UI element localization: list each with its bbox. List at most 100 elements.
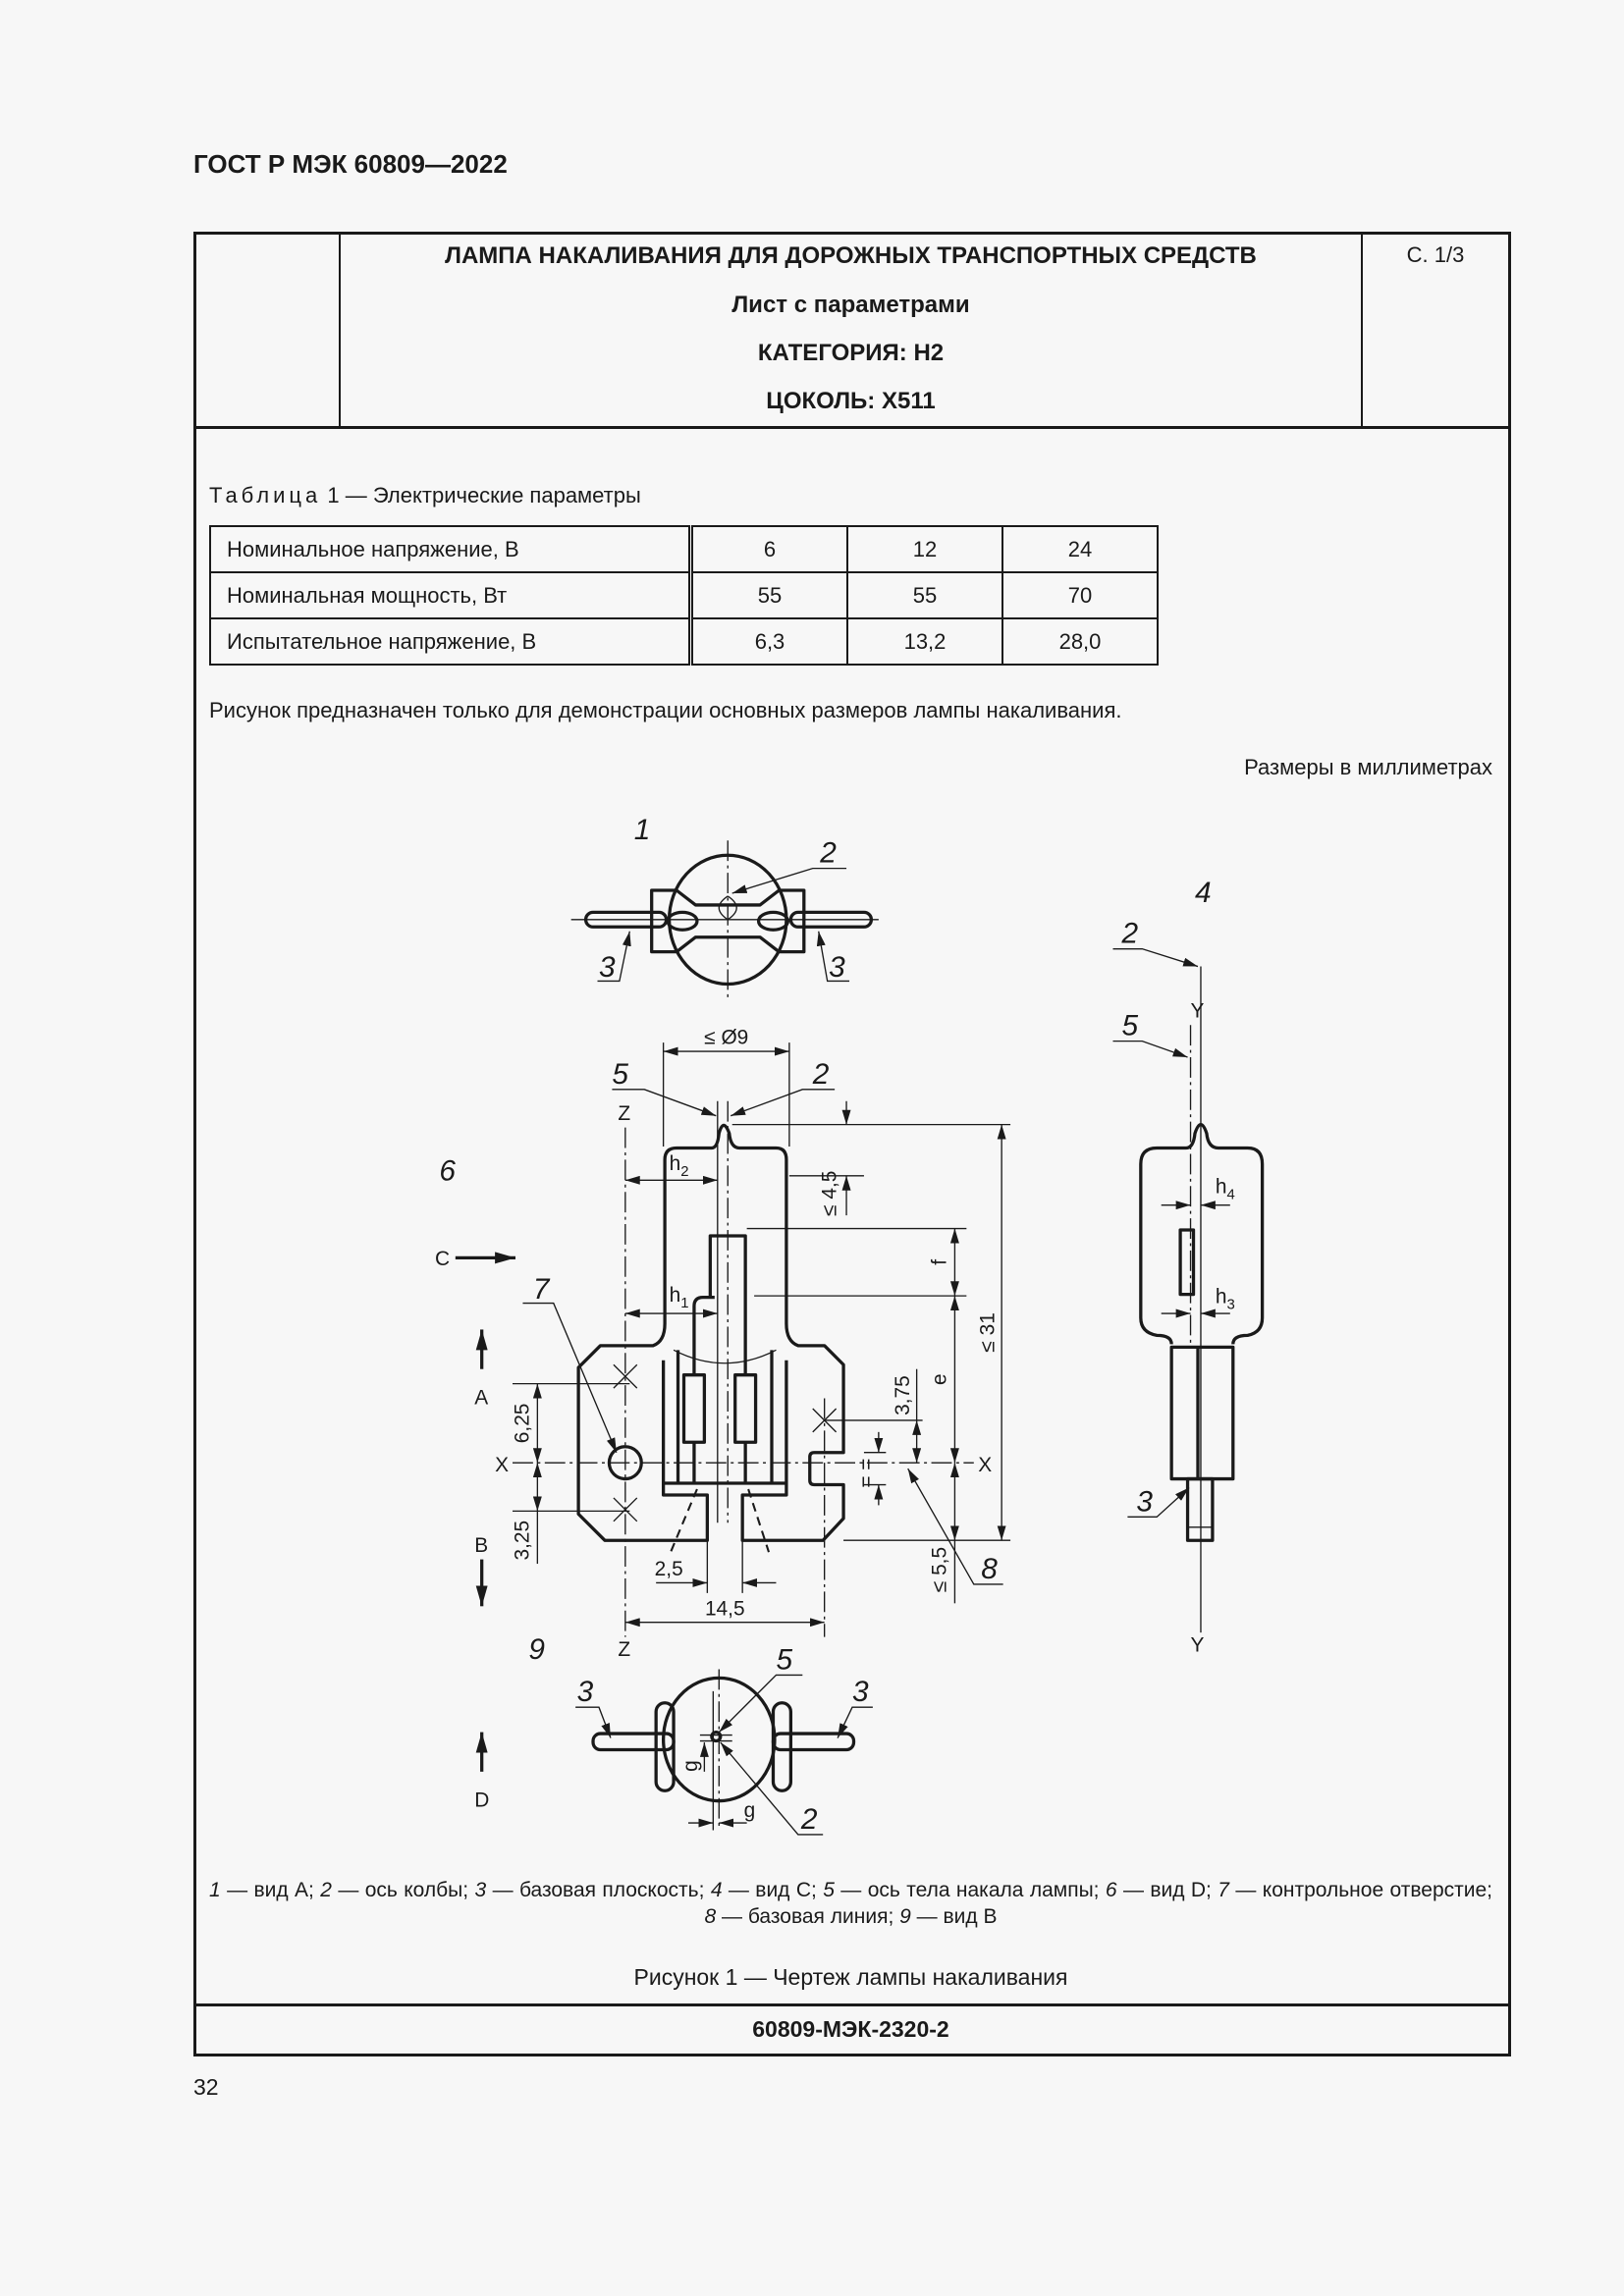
pin-left-b: [591, 1732, 676, 1752]
ref-5-b: 5: [776, 1643, 792, 1676]
table-caption: Таблица 1 — Электрические параметры: [209, 483, 641, 508]
page-number: 32: [193, 2074, 219, 2100]
legend-item: 5 — ось тела накала лампы;: [823, 1879, 1106, 1901]
axis-y-top: Y: [1191, 1000, 1205, 1023]
table-caption-prefix: Таблица: [209, 483, 322, 507]
axis-y-bottom: Y: [1191, 1634, 1205, 1657]
table-caption-text: 1 — Электрические параметры: [327, 483, 641, 507]
dim-diameter: ≤ Ø9: [704, 1027, 748, 1049]
pin-right-b: [771, 1732, 856, 1752]
units-note: Размеры в миллиметрах: [1244, 755, 1492, 779]
table-row: Испытательное напряжение, В 6,3 13,2 28,…: [209, 617, 1159, 666]
figure-caption: Рисунок 1 — Чертеж лампы накаливания: [633, 1964, 1068, 1990]
ref-3-b-left: 3: [577, 1676, 594, 1708]
dim-h2: h2: [670, 1152, 689, 1180]
sheet-category: КАТЕГОРИЯ: H2: [757, 340, 945, 366]
dim-6-25: 6,25: [511, 1404, 533, 1444]
view-b-bottom: g g 3 3 5 2 D: [474, 1643, 873, 1836]
dim-3-25: 3,25: [511, 1521, 533, 1561]
side-base: [1169, 1345, 1235, 1481]
ref-2-top: 2: [819, 837, 837, 870]
dim-h1: h1: [670, 1284, 689, 1311]
sheet-title: ЛАМПА НАКАЛИВАНИЯ ДЛЯ ДОРОЖНЫХ ТРАНСПОРТ…: [445, 242, 1257, 269]
cell-value: 55: [689, 571, 848, 619]
filament-support-left: [681, 1373, 707, 1444]
footer-code: 60809-МЭК-2320-2: [752, 2016, 949, 2042]
pin-right: [788, 910, 874, 929]
dim-e: e: [928, 1373, 950, 1385]
cell-value: 6,3: [689, 617, 848, 666]
table-row: Номинальная мощность, Вт 55 55 70: [209, 571, 1159, 619]
view-label-d: D: [474, 1789, 489, 1812]
ref-1: 1: [634, 814, 651, 846]
cell-value: 12: [846, 525, 1003, 573]
electrical-parameters-table: Номинальное напряжение, В 6 12 24 Номина…: [209, 525, 1159, 666]
cell-value: 55: [846, 571, 1003, 619]
view-label-b: B: [474, 1534, 488, 1557]
axis-x-left: X: [495, 1454, 509, 1476]
ref-8: 8: [981, 1553, 998, 1585]
side-filament: [1178, 1228, 1196, 1297]
figure-note: Рисунок предназначен только для демонстр…: [209, 698, 1122, 722]
legend-item: 4 — вид C;: [710, 1879, 824, 1901]
dim-overall: ≤ 31: [977, 1312, 1000, 1352]
legend-item: 8 — базовая линия;: [704, 1905, 900, 1928]
row-label: Номинальное напряжение, В: [209, 525, 693, 573]
cell-value: 13,2: [846, 617, 1003, 666]
header-left-divider: [339, 232, 341, 428]
legend-item: 3 — базовая плоскость;: [474, 1879, 711, 1901]
side-pin: [1185, 1476, 1215, 1542]
view-label-c: C: [435, 1248, 450, 1270]
row-label: Испытательное напряжение, В: [209, 617, 693, 666]
ref-5-main: 5: [612, 1058, 628, 1091]
ref-2-b: 2: [800, 1803, 818, 1836]
legend-item: 7 — контрольное отверстие;: [1218, 1879, 1493, 1901]
view-label-a: A: [474, 1387, 488, 1410]
sheet-subtitle: Лист с параметрами: [731, 292, 970, 318]
figure-legend: 1 — вид A; 2 — ось колбы; 3 — базовая пл…: [209, 1877, 1492, 1930]
document-header: ГОСТ Р МЭК 60809—2022: [193, 149, 508, 179]
legend-item: 9 — вид B: [899, 1905, 998, 1928]
ref-7: 7: [533, 1273, 551, 1306]
cell-value: 70: [1001, 571, 1159, 619]
dim-3-75: 3,75: [892, 1375, 914, 1415]
view-c-side: 4 2 5 Y Y h4 h3 3: [1112, 877, 1265, 1657]
row-label: Номинальная мощность, Вт: [209, 571, 693, 619]
dim-top-gap: ≤ 4,5: [819, 1171, 841, 1216]
dim-eq-2: =: [855, 1475, 878, 1487]
axis-z-top: Z: [618, 1102, 630, 1125]
dim-2-5: 2,5: [655, 1558, 683, 1580]
lamp-outline: [576, 1123, 845, 1542]
cell-value: 28,0: [1001, 617, 1159, 666]
clip-outline: [650, 888, 806, 954]
cell-value: 6: [689, 525, 848, 573]
ref-3-side: 3: [1136, 1485, 1153, 1518]
sheet-page-ref: С. 1/3: [1406, 242, 1465, 267]
table-row: Номинальное напряжение, В 6 12 24: [209, 525, 1159, 573]
dim-f: f: [928, 1259, 950, 1265]
dim-h3: h3: [1216, 1286, 1235, 1313]
view-a-top: 1 2 3 3: [570, 814, 879, 1002]
ref-3-top-right: 3: [829, 951, 845, 984]
ref-3-b-right: 3: [852, 1676, 869, 1708]
cell-value: 24: [1001, 525, 1159, 573]
dim-14-5: 14,5: [705, 1597, 745, 1620]
ref-2-main: 2: [812, 1058, 830, 1091]
axis-x-right: X: [978, 1454, 992, 1476]
side-bulb-outline: [1139, 1122, 1265, 1345]
ref-5-side: 5: [1121, 1010, 1138, 1042]
sheet-cap: ЦОКОЛЬ: X511: [766, 388, 936, 414]
footer-divider: [193, 2003, 1508, 2006]
dim-base-height: ≤ 5,5: [928, 1547, 950, 1592]
filament-support-right: [733, 1373, 758, 1444]
sheet-frame: [193, 232, 1511, 2056]
dim-eq-1: =: [855, 1459, 878, 1470]
dim-g-horizontal: g: [744, 1799, 756, 1822]
ref-4: 4: [1195, 877, 1212, 909]
header-right-divider: [1361, 232, 1363, 428]
dim-g-vertical: g: [679, 1760, 702, 1772]
ref-2-side: 2: [1120, 918, 1138, 950]
legend-item: 6 — вид D;: [1105, 1879, 1218, 1901]
dim-h4: h4: [1216, 1176, 1235, 1203]
